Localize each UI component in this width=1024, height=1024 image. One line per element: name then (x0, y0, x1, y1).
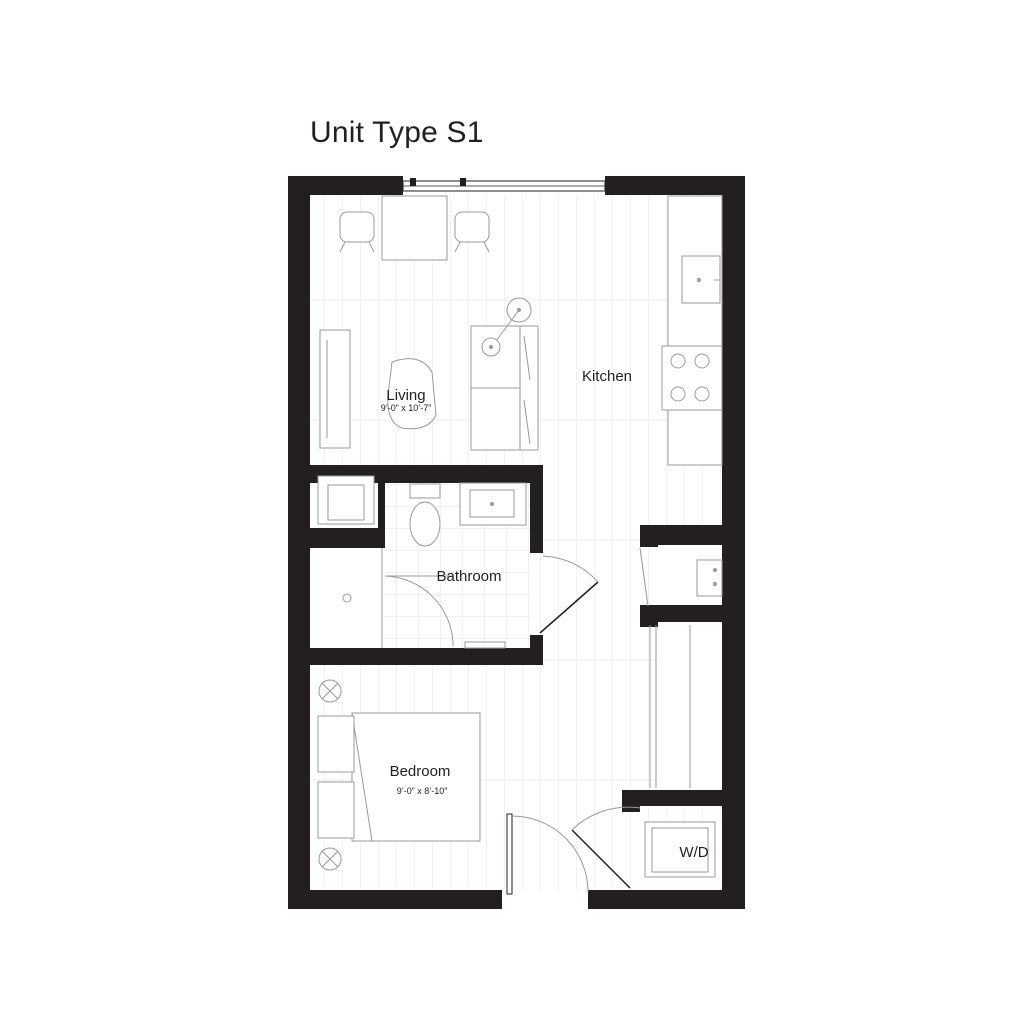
bedroom-label: Bedroom (390, 763, 451, 780)
bed (351, 712, 481, 842)
bathroom-entry-door (539, 555, 599, 634)
nightstand-top (318, 679, 342, 703)
bathroom-label: Bathroom (436, 568, 501, 585)
bedroom-dims: 9’-0” x 8’-10” (397, 786, 448, 796)
walls (288, 176, 745, 909)
washer-dryer (644, 821, 716, 878)
floor-lamp (481, 297, 532, 357)
toilet (409, 483, 441, 547)
vanity-sink (459, 482, 527, 526)
kitchen-sink (681, 255, 721, 304)
pillows (317, 715, 355, 839)
ottoman (387, 358, 437, 430)
linen-cabinet (317, 475, 375, 525)
dining-table (381, 195, 448, 261)
laundry-door (571, 806, 641, 889)
wd-label: W/D (679, 844, 708, 861)
plan-title: Unit Type S1 (310, 116, 484, 149)
kitchen-label: Kitchen (582, 368, 632, 385)
living-dims: 9’-0” x 10’-7” (381, 403, 432, 413)
entry-door (506, 813, 589, 895)
pantry-closet (639, 547, 723, 607)
dining-chair-left (339, 211, 375, 253)
dining-chair-right (454, 211, 490, 253)
sofa (470, 325, 539, 451)
window (402, 178, 606, 192)
shower (342, 548, 383, 648)
bathroom-door (384, 575, 506, 649)
nightstand-bottom (318, 847, 342, 871)
living-label: Living (386, 387, 425, 404)
stove (661, 345, 723, 411)
bedroom-closet (649, 625, 691, 788)
media-console (319, 329, 351, 449)
kitchen-counter (667, 195, 723, 466)
